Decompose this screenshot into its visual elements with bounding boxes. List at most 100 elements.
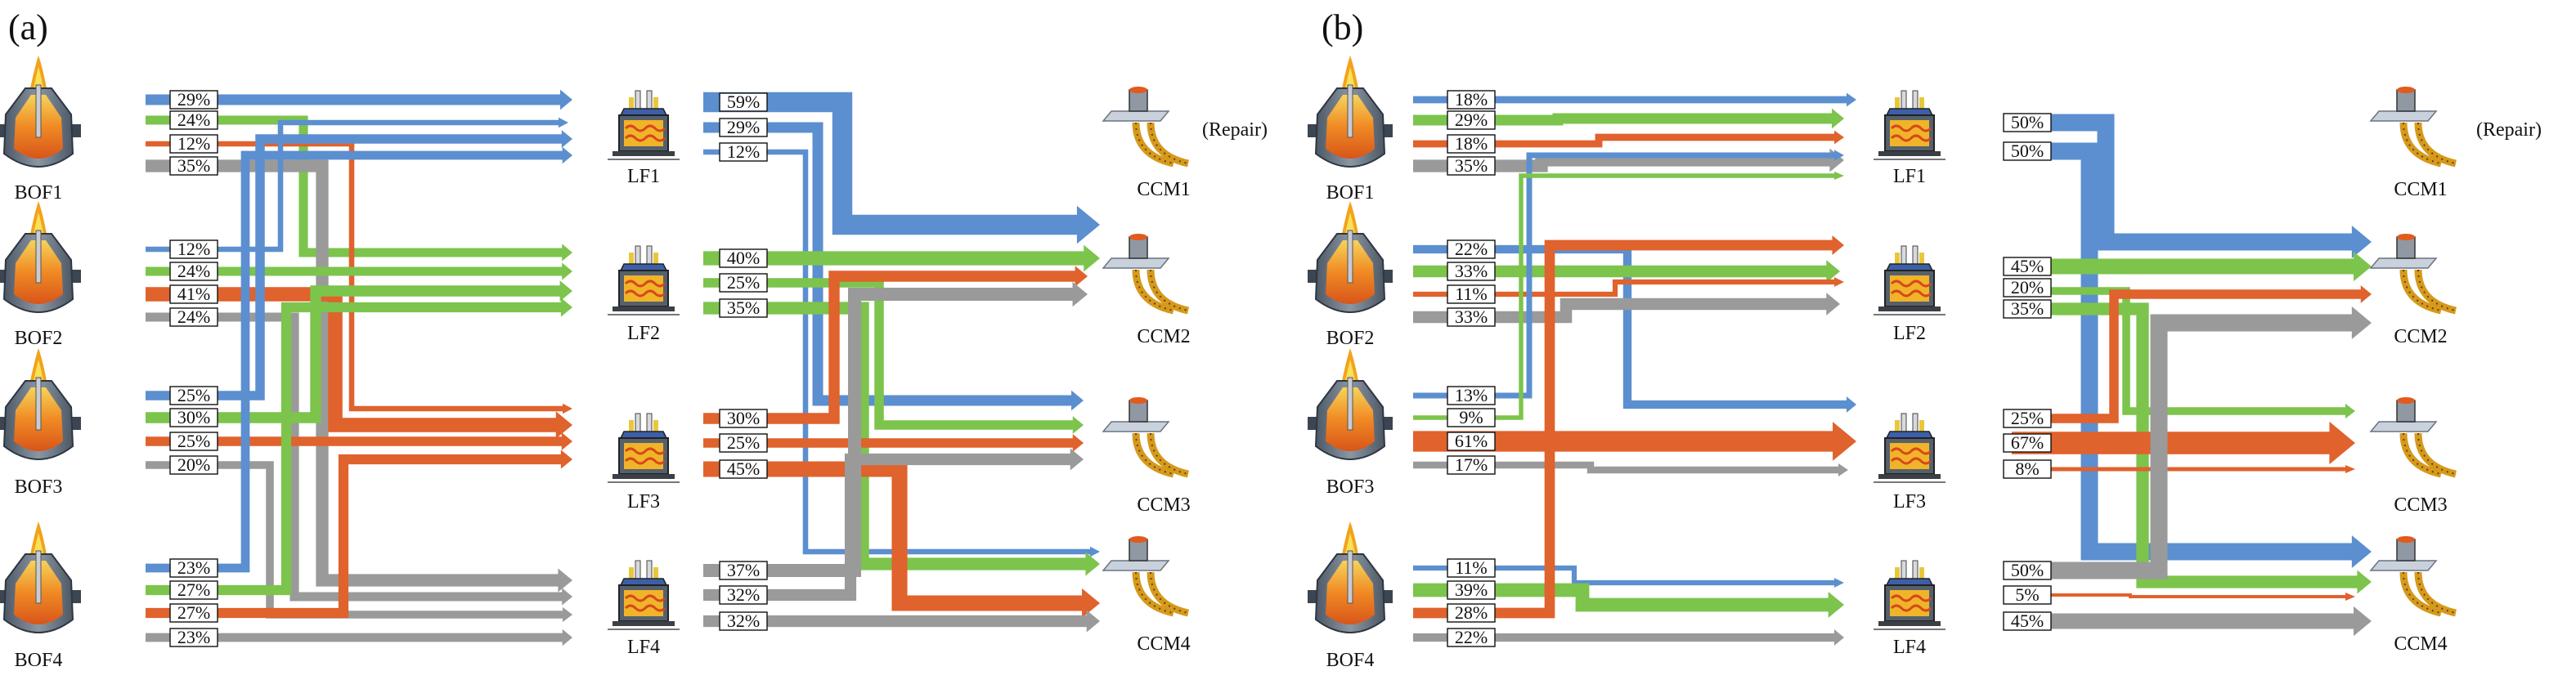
- a-pct-lf3-3-text: 45%: [727, 459, 760, 479]
- a-pct-bof3-3-text: 25%: [177, 431, 210, 451]
- a-pct-bof2-4: 24%: [169, 306, 218, 327]
- a-lf3-icon: [608, 413, 680, 483]
- a-bof4-lf2-head: [560, 298, 572, 317]
- b-pct-bof4-4: 22%: [1447, 627, 1496, 647]
- b-bof3-lf2-head: [1834, 171, 1844, 181]
- b-pct-bof2-3: 11%: [1447, 284, 1496, 304]
- b-pct-bof2-3-box: [1447, 284, 1496, 304]
- b-pct-lf4-1-text: 50%: [2011, 560, 2044, 580]
- b-lf4-ccm3-line: [2012, 593, 2347, 598]
- b-pct-lf4-1: 50%: [2003, 560, 2052, 580]
- panel-b-label: (b): [1322, 7, 1363, 47]
- a-bof1-lf2-line: [146, 115, 564, 257]
- b-pct-lf4-2: 5%: [2003, 584, 2052, 605]
- a-pct-bof1-1-text: 29%: [177, 89, 210, 110]
- b-pct-lf3-1-box: [2003, 409, 2052, 428]
- b-pct-lf2-2-box: [2003, 278, 2052, 298]
- a-bof1-lf4-head: [558, 568, 572, 593]
- ccm3-label: CCM3: [1137, 494, 1190, 516]
- a-pct-bof2-3-text: 41%: [177, 284, 210, 304]
- a-lf3-icon-melt: [624, 443, 663, 469]
- a-pct-lf1-3-text: 12%: [727, 141, 760, 162]
- a-pct-bof4-4-text: 23%: [177, 627, 210, 647]
- b-bof4-lf2-head: [1828, 592, 1844, 618]
- a-lf4-ccm2: [703, 281, 1088, 578]
- b-bof2-lf2-head: [1826, 260, 1840, 283]
- a-pct-bof1-2-text: 24%: [177, 110, 210, 130]
- lf1-label-b: LF1: [1893, 166, 1926, 187]
- b-pct-lf3-1: 25%: [2003, 408, 2052, 428]
- b-bof1-icon: [1308, 56, 1393, 168]
- a-bof2-lf4-line: [146, 312, 564, 602]
- a-pct-lf4-3-box: [719, 611, 768, 631]
- a-pct-lf4-2: 32%: [719, 584, 768, 605]
- b-pct-bof3-3-box: [1447, 432, 1496, 451]
- a-bof1-lf1-head: [560, 89, 572, 110]
- lf4-label: LF4: [627, 637, 660, 658]
- b-pct-lf1-1-box: [2003, 113, 2052, 132]
- b-lf2-ccm3: [2012, 287, 2355, 419]
- a-pct-bof2-3-box: [169, 284, 218, 304]
- b-pct-bof2-1-box: [1447, 239, 1496, 259]
- a-pct-bof1-1-box: [169, 90, 218, 110]
- a-pct-lf2-1: 40%: [719, 248, 768, 268]
- a-pct-lf2-3-text: 35%: [727, 298, 760, 318]
- a-lf4-ccm2-head: [1072, 281, 1088, 307]
- a-bof3-lf4-head: [563, 606, 572, 623]
- b-bof1-lf1-head: [1847, 92, 1856, 107]
- a-pct-lf4-3: 32%: [719, 611, 768, 631]
- b-lf3-ccm3-head: [2329, 421, 2355, 465]
- a-lf3-ccm2-line: [703, 271, 1077, 424]
- a-pct-bof3-4-text: 20%: [177, 454, 210, 475]
- b-bof3-icon: [1308, 348, 1393, 460]
- a-bof4-lf3-line: [146, 454, 563, 619]
- b-bof4-lf4-head: [1834, 629, 1844, 646]
- a-pct-bof3-3-box: [169, 432, 218, 451]
- b-bof1-lf3: [1413, 130, 1844, 148]
- a-pct-lf1-2: 29%: [719, 117, 768, 137]
- a-bof2-lf3-head: [555, 411, 572, 439]
- b-lf2-ccm2-head: [2354, 251, 2372, 282]
- a-pct-lf3-2-box: [719, 433, 768, 453]
- a-lf1-ccm3: [703, 122, 1084, 411]
- b-lf1-ccm2-line: [2012, 114, 2354, 251]
- a-lf1-ccm2: [703, 92, 1100, 244]
- a-lf1-icon-roof: [619, 108, 668, 116]
- b-pct-bof1-3-text: 18%: [1455, 133, 1488, 154]
- a-ccm3-icon: [1102, 397, 1190, 478]
- b-pct-bof1-4-box: [1447, 156, 1496, 176]
- b-pct-bof2-2: 33%: [1447, 261, 1496, 281]
- a-lf2-ccm4-head: [1085, 552, 1100, 576]
- a-pct-lf3-3-box: [719, 459, 768, 479]
- b-lf4-ccm2: [2012, 306, 2372, 579]
- b-pct-bof2-4-text: 33%: [1455, 306, 1488, 327]
- a-pct-bof3-2-box: [169, 408, 218, 427]
- a-bof2-icon: [0, 201, 81, 313]
- b-pct-bof1-2-text: 29%: [1455, 110, 1488, 130]
- b-pct-bof2-2-text: 33%: [1455, 261, 1488, 281]
- b-pct-bof3-2-box: [1447, 408, 1496, 427]
- b-pct-lf3-2-box: [2003, 433, 2052, 453]
- a-pct-bof2-3: 41%: [169, 284, 218, 304]
- a-bof3-lf2: [146, 280, 572, 423]
- a-pct-bof2-1: 12%: [169, 239, 218, 259]
- ccm4-label-b: CCM4: [2394, 633, 2447, 655]
- b-pct-bof2-2-box: [1447, 262, 1496, 281]
- a-ccm4-icon: [1102, 536, 1190, 617]
- a-bof4-lf1-head: [562, 146, 572, 164]
- b-pct-bof1-2-box: [1447, 110, 1496, 130]
- a-pct-lf2-2-box: [719, 273, 768, 293]
- ccm2-label-b: CCM2: [2394, 326, 2447, 347]
- a-pct-bof3-1-text: 25%: [177, 385, 210, 405]
- ccm1-repair-note: (Repair): [1202, 119, 1268, 141]
- a-pct-bof1-1: 29%: [169, 89, 218, 110]
- b-lf2-ccm3-head: [2345, 403, 2355, 419]
- b-pct-bof4-1-text: 11%: [1455, 557, 1488, 578]
- b-pct-bof3-1: 13%: [1447, 385, 1496, 405]
- b-lf3-icon: [1874, 413, 1945, 483]
- a-pct-bof1-3: 12%: [169, 133, 218, 154]
- b-pct-bof3-4: 17%: [1447, 454, 1496, 475]
- a-pct-bof4-3: 27%: [169, 602, 218, 623]
- a-pct-bof3-2-text: 30%: [177, 407, 210, 427]
- a-bof4-lf1-line: [146, 150, 564, 573]
